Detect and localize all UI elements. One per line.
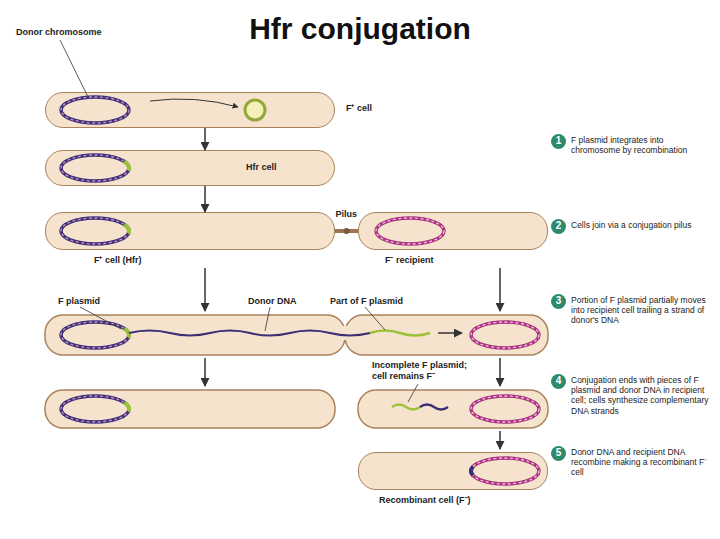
recipient-chromosome — [471, 322, 539, 348]
cell-label: Recombinant cell (F⁻) — [379, 495, 471, 506]
bacterial-cell: F⁻ recipient — [358, 212, 548, 250]
recipient-chromosome — [376, 218, 444, 244]
conjugation-pilus — [335, 229, 358, 233]
callout-badge: 4 — [551, 374, 566, 389]
step-description: Cells join via a conjugation pilus — [571, 220, 711, 230]
part-label: Part of F plasmid — [330, 296, 425, 307]
leader-line — [80, 307, 121, 329]
donor-dna-piece — [420, 405, 448, 410]
bacterial-cell: Hfr cell — [45, 150, 335, 186]
callout-badge: 1 — [551, 134, 566, 149]
step-arrow — [204, 268, 206, 311]
donor-chromosome — [61, 97, 129, 123]
hfr-chromosome — [61, 218, 129, 244]
callout-number: 3 — [556, 296, 562, 306]
cell-label: F⁺ cell (Hfr) — [94, 255, 142, 266]
step-arrow — [204, 128, 206, 150]
leader-line — [365, 307, 385, 330]
part-label: Donor DNA — [248, 296, 318, 307]
leader-line — [408, 384, 418, 402]
integrated-f-plasmid — [124, 329, 129, 338]
donor-cell — [45, 390, 335, 428]
f-plasmid — [245, 100, 265, 120]
recipient-chromosome — [471, 396, 539, 422]
f-plasmid-piece — [392, 405, 420, 410]
recombined-donor-dna — [471, 467, 473, 476]
hfr-chromosome — [61, 396, 129, 422]
callout-number: 4 — [556, 376, 562, 386]
step-arrow — [204, 358, 206, 386]
step-description: Portion of F plasmid partially moves int… — [571, 295, 711, 326]
bacterial-cell: F⁺ cell — [45, 92, 335, 128]
cell-label: F⁺ cell — [346, 103, 372, 114]
hfr-chromosome — [61, 322, 129, 348]
part-label: Donor chromosome — [16, 27, 136, 38]
step-description: F plasmid integrates into chromosome by … — [571, 135, 711, 155]
edge-label: Pilus — [336, 209, 358, 220]
bacterial-cell: Recombinant cell (F⁻) — [358, 452, 548, 490]
step-arrow — [204, 186, 206, 212]
hfr-chromosome — [61, 155, 129, 181]
callout-badge: 2 — [551, 219, 566, 234]
part-label: F plasmid — [58, 296, 128, 307]
donor-dna-strand — [129, 331, 370, 336]
step-arrow — [499, 268, 501, 311]
transfer-arrow — [438, 332, 462, 334]
leader-line — [265, 307, 270, 331]
f-plasmid-strand — [370, 331, 430, 336]
recipient-cell — [345, 315, 548, 355]
donor-cell — [45, 315, 345, 355]
step-description: Conjugation ends with pieces of F plasmi… — [571, 375, 711, 416]
recombinant-chromosome — [471, 458, 539, 484]
pointer-line — [150, 99, 238, 107]
cell-label: Hfr cell — [246, 162, 277, 173]
pilus-knot — [344, 228, 350, 234]
step-arrow — [499, 358, 501, 386]
integrated-f-plasmid — [124, 162, 129, 171]
part-label: Incomplete F plasmid; cell remains F⁻ — [372, 360, 472, 382]
leader-line — [60, 40, 88, 97]
recipient-cell — [358, 390, 548, 428]
cell-label: F⁻ recipient — [385, 255, 434, 266]
step-description: Donor DNA and recipient DNA recombine ma… — [571, 447, 711, 478]
conjugation-bridge — [336, 326, 354, 340]
callout-number: 5 — [556, 448, 562, 458]
callout-number: 1 — [556, 136, 562, 146]
bacterial-cell: F⁺ cell (Hfr) — [45, 212, 335, 250]
callout-number: 2 — [556, 221, 562, 231]
diagram-title: Hfr conjugation — [0, 12, 720, 46]
integrated-f-plasmid — [124, 225, 129, 234]
callout-badge: 3 — [551, 294, 566, 309]
callout-badge: 5 — [551, 446, 566, 461]
step-arrow — [499, 431, 501, 449]
integrated-f-plasmid — [124, 403, 129, 412]
